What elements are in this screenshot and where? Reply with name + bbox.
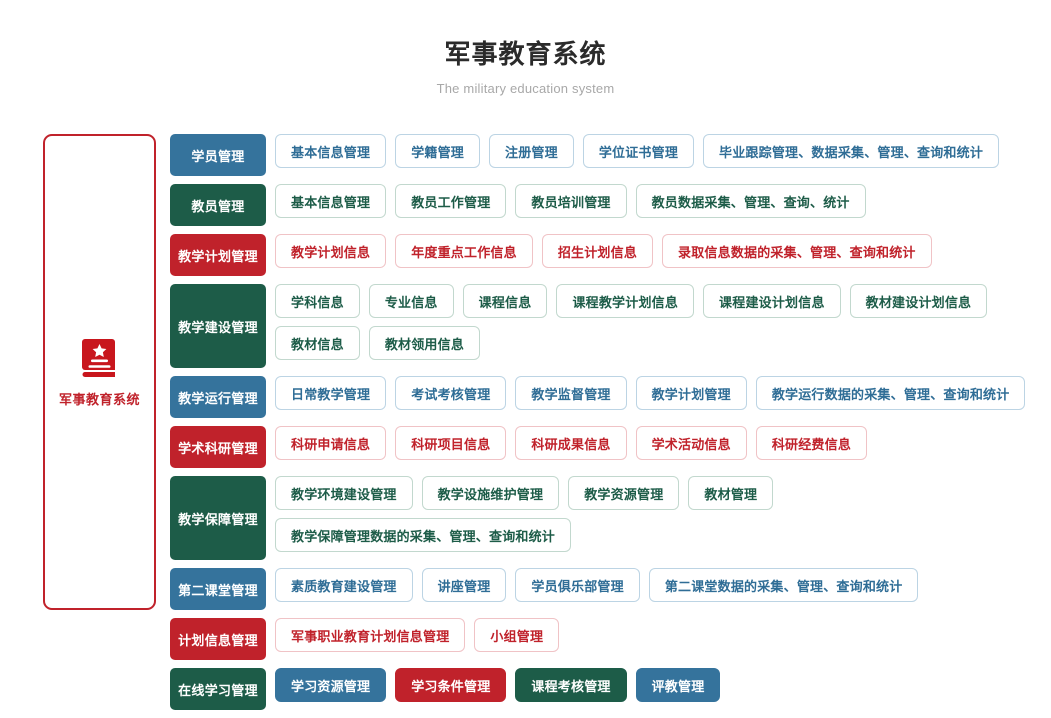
module-row-items: 基本信息管理教员工作管理教员培训管理教员数据采集、管理、查询、统计	[275, 184, 1051, 226]
module-item[interactable]: 课程建设计划信息	[703, 284, 841, 318]
module-item[interactable]: 注册管理	[489, 134, 574, 168]
module-item[interactable]: 科研项目信息	[395, 426, 507, 460]
module-item[interactable]: 学术活动信息	[635, 426, 747, 460]
module-item[interactable]: 教学设施维护管理	[421, 476, 560, 510]
module-row-label[interactable]: 教学建设管理	[170, 284, 266, 368]
module-item[interactable]: 教学监督管理	[515, 376, 627, 410]
module-item[interactable]: 科研申请信息	[275, 426, 387, 460]
module-item[interactable]: 课程教学计划信息	[556, 284, 695, 318]
module-item[interactable]: 学习条件管理	[395, 668, 507, 702]
module-item[interactable]: 教员培训管理	[515, 184, 627, 218]
module-row-items: 学科信息专业信息课程信息课程教学计划信息课程建设计划信息教材建设计划信息教材信息…	[275, 284, 1051, 368]
module-row: 学员管理基本信息管理学籍管理注册管理学位证书管理毕业跟踪管理、数据采集、管理、查…	[170, 134, 1051, 176]
module-item[interactable]: 科研成果信息	[515, 426, 627, 460]
module-item[interactable]: 课程考核管理	[515, 668, 627, 702]
module-item[interactable]: 基本信息管理	[275, 134, 387, 168]
module-item[interactable]: 教学环境建设管理	[275, 476, 413, 510]
content-layout: 军事教育系统 学员管理基本信息管理学籍管理注册管理学位证书管理毕业跟踪管理、数据…	[0, 134, 1051, 718]
module-item[interactable]: 讲座管理	[421, 568, 507, 602]
module-row-items: 科研申请信息科研项目信息科研成果信息学术活动信息科研经费信息	[275, 426, 1051, 468]
book-star-icon	[80, 337, 120, 381]
module-item[interactable]: 教学计划管理	[635, 376, 747, 410]
module-item[interactable]: 教学运行数据的采集、管理、查询和统计	[755, 376, 1026, 410]
module-item[interactable]: 素质教育建设管理	[275, 568, 413, 602]
module-item[interactable]: 毕业跟踪管理、数据采集、管理、查询和统计	[703, 134, 1000, 168]
module-item[interactable]: 年度重点工作信息	[395, 234, 533, 268]
module-item[interactable]: 考试考核管理	[395, 376, 507, 410]
brand-label: 军事教育系统	[58, 391, 140, 407]
module-row-items: 日常教学管理考试考核管理教学监督管理教学计划管理教学运行数据的采集、管理、查询和…	[275, 376, 1051, 418]
module-item[interactable]: 第二课堂数据的采集、管理、查询和统计	[648, 568, 919, 602]
module-row: 教学保障管理教学环境建设管理教学设施维护管理教学资源管理教材管理教学保障管理数据…	[170, 476, 1051, 560]
module-item[interactable]: 教材领用信息	[368, 326, 481, 360]
module-row: 教学计划管理教学计划信息年度重点工作信息招生计划信息录取信息数据的采集、管理、查…	[170, 234, 1051, 276]
module-row-items: 素质教育建设管理讲座管理学员俱乐部管理第二课堂数据的采集、管理、查询和统计	[275, 568, 1051, 610]
module-item[interactable]: 专业信息	[368, 284, 454, 318]
module-row-label[interactable]: 教学保障管理	[170, 476, 266, 560]
module-item[interactable]: 教学保障管理数据的采集、管理、查询和统计	[275, 518, 572, 552]
module-item[interactable]: 科研经费信息	[755, 426, 868, 460]
module-item[interactable]: 军事职业教育计划信息管理	[275, 618, 466, 652]
module-item[interactable]: 教材信息	[275, 326, 360, 360]
module-item[interactable]: 教材建设计划信息	[849, 284, 988, 318]
module-rows: 学员管理基本信息管理学籍管理注册管理学位证书管理毕业跟踪管理、数据采集、管理、查…	[170, 134, 1051, 718]
module-row-label[interactable]: 第二课堂管理	[170, 568, 266, 610]
module-row: 教员管理基本信息管理教员工作管理教员培训管理教员数据采集、管理、查询、统计	[170, 184, 1051, 226]
page-title: 军事教育系统	[444, 39, 607, 69]
module-row-items: 学习资源管理学习条件管理课程考核管理评教管理	[275, 668, 1051, 710]
module-row-label[interactable]: 计划信息管理	[170, 618, 266, 660]
module-item[interactable]: 评教管理	[635, 668, 721, 702]
module-row: 计划信息管理军事职业教育计划信息管理小组管理	[170, 618, 1051, 660]
module-row-label[interactable]: 教员管理	[170, 184, 266, 226]
module-item[interactable]: 日常教学管理	[275, 376, 387, 410]
module-row-items: 军事职业教育计划信息管理小组管理	[275, 618, 1051, 660]
brand-panel: 军事教育系统	[43, 134, 156, 610]
module-item[interactable]: 基本信息管理	[275, 184, 387, 218]
module-row-label[interactable]: 在线学习管理	[170, 668, 266, 710]
module-item[interactable]: 教学资源管理	[568, 476, 680, 510]
page-header: 军事教育系统 The military education system	[0, 0, 1051, 97]
module-row-items: 基本信息管理学籍管理注册管理学位证书管理毕业跟踪管理、数据采集、管理、查询和统计	[275, 134, 1051, 176]
module-item[interactable]: 小组管理	[474, 618, 560, 652]
module-row-label[interactable]: 学术科研管理	[170, 426, 266, 468]
module-row-label[interactable]: 教学运行管理	[170, 376, 266, 418]
module-row: 学术科研管理科研申请信息科研项目信息科研成果信息学术活动信息科研经费信息	[170, 426, 1051, 468]
module-item[interactable]: 学位证书管理	[582, 134, 695, 168]
module-item[interactable]: 教员工作管理	[395, 184, 507, 218]
module-item[interactable]: 学籍管理	[395, 134, 481, 168]
module-item[interactable]: 学科信息	[275, 284, 360, 318]
module-item[interactable]: 教学计划信息	[275, 234, 387, 268]
module-item[interactable]: 招生计划信息	[541, 234, 654, 268]
module-item[interactable]: 教员数据采集、管理、查询、统计	[635, 184, 866, 218]
module-item[interactable]: 课程信息	[462, 284, 548, 318]
module-item[interactable]: 学习资源管理	[275, 668, 387, 702]
module-item[interactable]: 录取信息数据的采集、管理、查询和统计	[662, 234, 932, 268]
module-row: 在线学习管理学习资源管理学习条件管理课程考核管理评教管理	[170, 668, 1051, 710]
module-item[interactable]: 学员俱乐部管理	[515, 568, 640, 602]
module-row-label[interactable]: 学员管理	[170, 134, 266, 176]
module-row-items: 教学环境建设管理教学设施维护管理教学资源管理教材管理教学保障管理数据的采集、管理…	[275, 476, 1051, 560]
module-row-label[interactable]: 教学计划管理	[170, 234, 266, 276]
page-subtitle: The military education system	[436, 81, 615, 96]
module-row: 第二课堂管理素质教育建设管理讲座管理学员俱乐部管理第二课堂数据的采集、管理、查询…	[170, 568, 1051, 610]
module-item[interactable]: 教材管理	[688, 476, 774, 510]
module-row-items: 教学计划信息年度重点工作信息招生计划信息录取信息数据的采集、管理、查询和统计	[275, 234, 1051, 276]
module-row: 教学运行管理日常教学管理考试考核管理教学监督管理教学计划管理教学运行数据的采集、…	[170, 376, 1051, 418]
module-row: 教学建设管理学科信息专业信息课程信息课程教学计划信息课程建设计划信息教材建设计划…	[170, 284, 1051, 368]
